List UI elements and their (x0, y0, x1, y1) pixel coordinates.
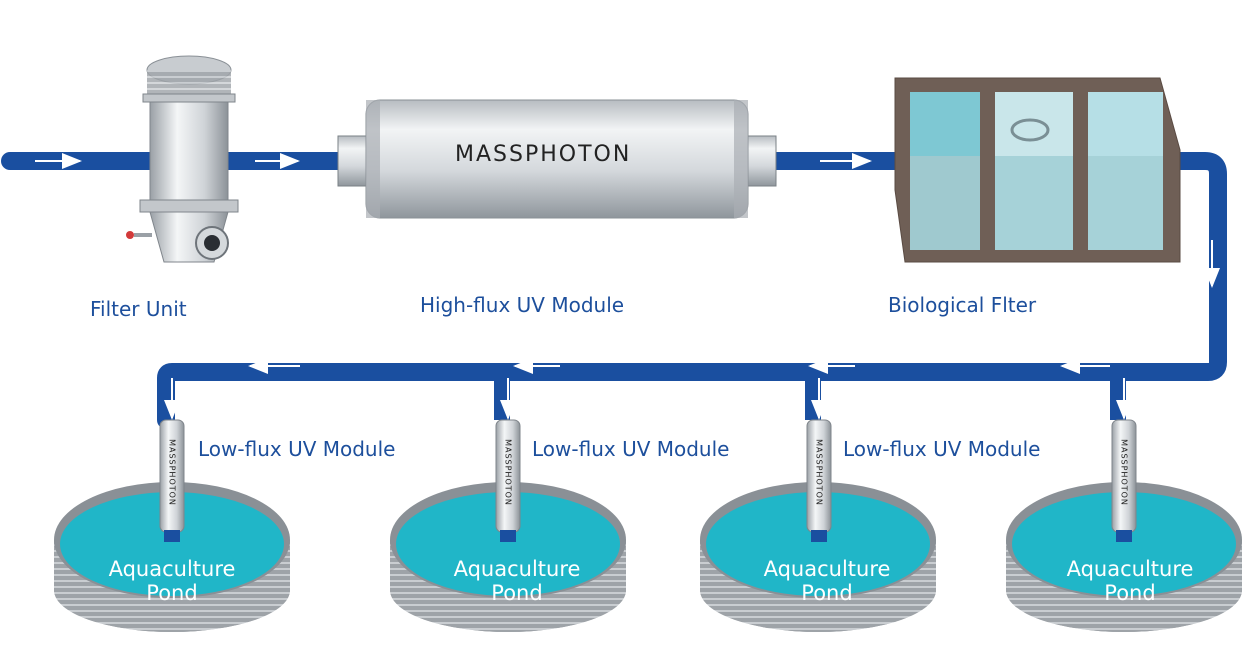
pond-label-4: Aquaculture Pond (1030, 557, 1230, 605)
low-flux-uv-3 (806, 419, 832, 542)
low-flux-uv-1 (159, 419, 185, 542)
pond-4 (1006, 482, 1242, 632)
low-flux-uv-4 (1111, 419, 1137, 542)
low-flux-uv-illustrations (159, 419, 1137, 542)
low-flux-uv-label-2: Low-flux UV Module (532, 437, 730, 461)
low-flux-uv-label-1: Low-flux UV Module (198, 437, 396, 461)
pond-label-1-line1: Aquaculture (108, 557, 236, 581)
high-flux-uv-label: High-flux UV Module (420, 293, 625, 317)
low-flux-uv-2 (495, 419, 521, 542)
pond-label-4-line1: Aquaculture (1066, 557, 1194, 581)
pond-2 (390, 482, 626, 632)
biological-filter-illustration (894, 77, 1181, 263)
low-flux-brand-logo-3: MASSPHOTON (814, 439, 824, 506)
low-flux-uv-label-3: Low-flux UV Module (843, 437, 1041, 461)
pond-label-2-line2: Pond (491, 581, 543, 605)
pond-label-4-line2: Pond (1104, 581, 1156, 605)
pond-label-2-line1: Aquaculture (453, 557, 581, 581)
low-flux-brand-logo-1: MASSPHOTON (167, 439, 177, 506)
biological-filter-label: Biological Flter (888, 293, 1037, 317)
low-flux-brand-logo-2: MASSPHOTON (503, 439, 513, 506)
high-flux-brand-logo: MASSPHOTON (455, 142, 632, 167)
pond-label-1: Aquaculture Pond (72, 557, 272, 605)
low-flux-brand-logo-4: MASSPHOTON (1119, 439, 1129, 506)
high-flux-uv-illustration (337, 99, 777, 219)
pond-label-3-line2: Pond (801, 581, 853, 605)
pond-label-3-line1: Aquaculture (763, 557, 891, 581)
filter-unit-label: Filter Unit (90, 297, 187, 321)
flow-arrows (35, 153, 1220, 420)
pond-label-1-line2: Pond (146, 581, 198, 605)
pond-label-2: Aquaculture Pond (417, 557, 617, 605)
filter-unit-illustration (126, 55, 239, 263)
pond-label-3: Aquaculture Pond (727, 557, 927, 605)
